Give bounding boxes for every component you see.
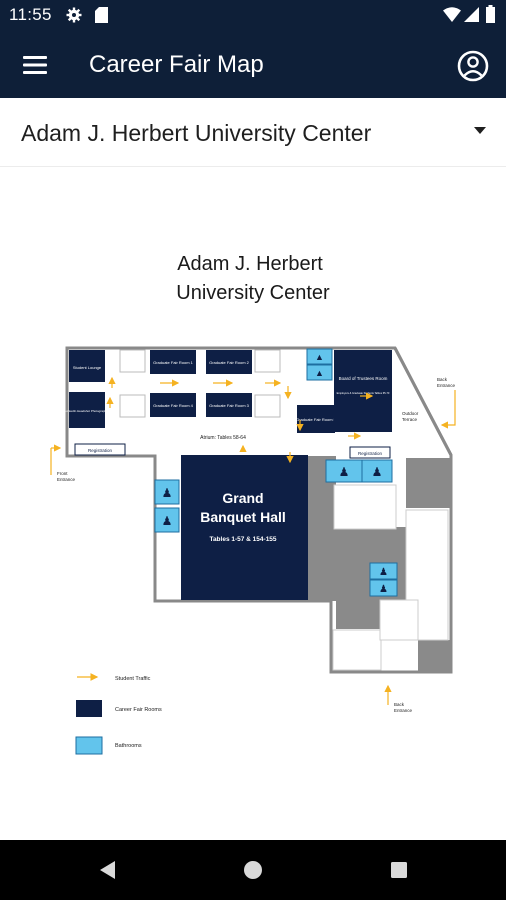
graduate-fair-room-2 [206, 350, 252, 374]
person-icon: ♟ [162, 486, 173, 500]
graduate-fair-room-4-label: Graduate Fair Room 4 [153, 403, 194, 408]
bathroom-left-1 [154, 479, 180, 505]
back-triangle-icon [100, 861, 115, 879]
registration-desk-left [74, 443, 126, 456]
home-button[interactable] [238, 855, 268, 885]
atrium-label: Atrium: Tables 58-64 [200, 435, 246, 441]
person-icon: ♟ [339, 465, 350, 479]
floor-map-image: Adam J. Herbert University Center Studen… [50, 253, 456, 755]
account-circle-icon [457, 50, 489, 82]
person-icon: ▲ [315, 352, 324, 362]
sim-card-icon [95, 7, 108, 23]
wifi-icon [443, 7, 461, 22]
legend-bathroom-swatch [75, 736, 103, 755]
bathroom-left-2 [154, 507, 180, 533]
person-icon: ▲ [315, 368, 324, 378]
student-lounge-label: Student Lounge [73, 365, 102, 370]
page-title: Career Fair Map [89, 51, 264, 78]
signal-icon [464, 7, 479, 22]
back-entrance-top-line2: Entrance [437, 383, 456, 388]
student-lounge-room [69, 350, 105, 382]
graduate-fair-room-1-label: Graduate Fair Room 1 [153, 360, 194, 365]
status-time: 11:55 [9, 5, 52, 24]
bathroom-top-2 [306, 364, 333, 381]
registration-desk-right [349, 446, 391, 459]
graduate-fair-room-2-label: Graduate Fair Room 2 [209, 360, 250, 365]
person-icon: ♟ [379, 584, 388, 595]
legend-career-swatch [76, 700, 102, 717]
system-nav-bar [0, 840, 506, 900]
grand-banquet-line2: Banquet Hall [200, 509, 286, 525]
registration-right-label: Registration [358, 451, 383, 456]
service-area-3 [406, 458, 451, 508]
back-entrance-bottom-line1: Back [394, 702, 405, 707]
registration-left-label: Registration [88, 448, 113, 453]
terrace-wall [393, 347, 453, 456]
board-of-trustees-label: Board of Trustees Room [339, 376, 388, 381]
board-of-trustees-sub: Employers & Graduate Students Tables 65-… [337, 391, 390, 395]
graduate-fair-room-3 [206, 393, 252, 417]
bathroom-lower-2 [369, 579, 398, 597]
person-icon: ♟ [372, 465, 383, 479]
bathroom-lower-1 [369, 562, 398, 580]
graduate-fair-room-5-label: Graduate Fair Room 5 [296, 417, 337, 422]
person-icon: ♟ [379, 567, 388, 578]
dropdown-arrow-icon [474, 127, 486, 134]
gear-icon [66, 7, 82, 23]
grand-banquet-line1: Grand [222, 490, 263, 506]
back-entrance-top-line1: Back [437, 377, 448, 382]
account-button[interactable] [454, 47, 492, 85]
location-dropdown[interactable]: Adam J. Herbert University Center [0, 98, 506, 167]
white-room-4 [379, 599, 419, 641]
battery-icon [486, 5, 495, 23]
graduate-fair-room-4 [150, 393, 196, 417]
location-selected-value: Adam J. Herbert University Center [21, 120, 372, 146]
map-legend: Student Traffic Career Fair Rooms Bathro… [75, 673, 162, 755]
grand-banquet-hall [181, 455, 308, 600]
map-title-line1: Adam J. Herbert [177, 253, 323, 275]
legend-traffic-label: Student Traffic [115, 676, 151, 682]
linkedin-photographer-label: LinkedIn Headshot Photographer [65, 409, 109, 413]
graduate-fair-room-3-label: Graduate Fair Room 3 [209, 403, 250, 408]
menu-button[interactable] [18, 48, 52, 82]
person-icon: ♟ [162, 514, 173, 528]
bathroom-right-2 [361, 459, 393, 483]
outdoor-terrace-line2: Terrace [402, 417, 418, 422]
front-entrance-line2: Entrance [57, 477, 76, 482]
recents-square-icon [391, 862, 407, 878]
recents-button[interactable] [384, 855, 414, 885]
outdoor-terrace-line1: Outdoor [402, 411, 419, 416]
graduate-fair-room-1 [150, 350, 196, 374]
white-room-1 [333, 484, 397, 530]
home-circle-icon [244, 861, 262, 879]
back-entrance-bottom-line2: Entrance [394, 708, 413, 713]
bathroom-top-1 [306, 348, 333, 365]
legend-bathroom-label: Bathrooms [115, 743, 142, 749]
linkedin-photographer-room [69, 392, 105, 428]
floor-map[interactable]: Adam J. Herbert University Center Studen… [0, 167, 506, 840]
front-entrance-line1: Front [57, 471, 68, 476]
traffic-arrows [50, 376, 456, 705]
hamburger-menu-icon [23, 56, 47, 74]
back-button[interactable] [93, 855, 123, 885]
app-bar: Career Fair Map [0, 30, 506, 98]
grand-banquet-tables: Tables 1-57 & 154-155 [209, 536, 276, 543]
legend-career-label: Career Fair Rooms [115, 707, 162, 713]
service-area-4 [418, 640, 451, 672]
board-of-trustees-room [334, 350, 392, 432]
white-room-3 [332, 629, 382, 671]
map-title-line2: University Center [176, 282, 330, 304]
status-bar: 11:55 [0, 0, 506, 30]
